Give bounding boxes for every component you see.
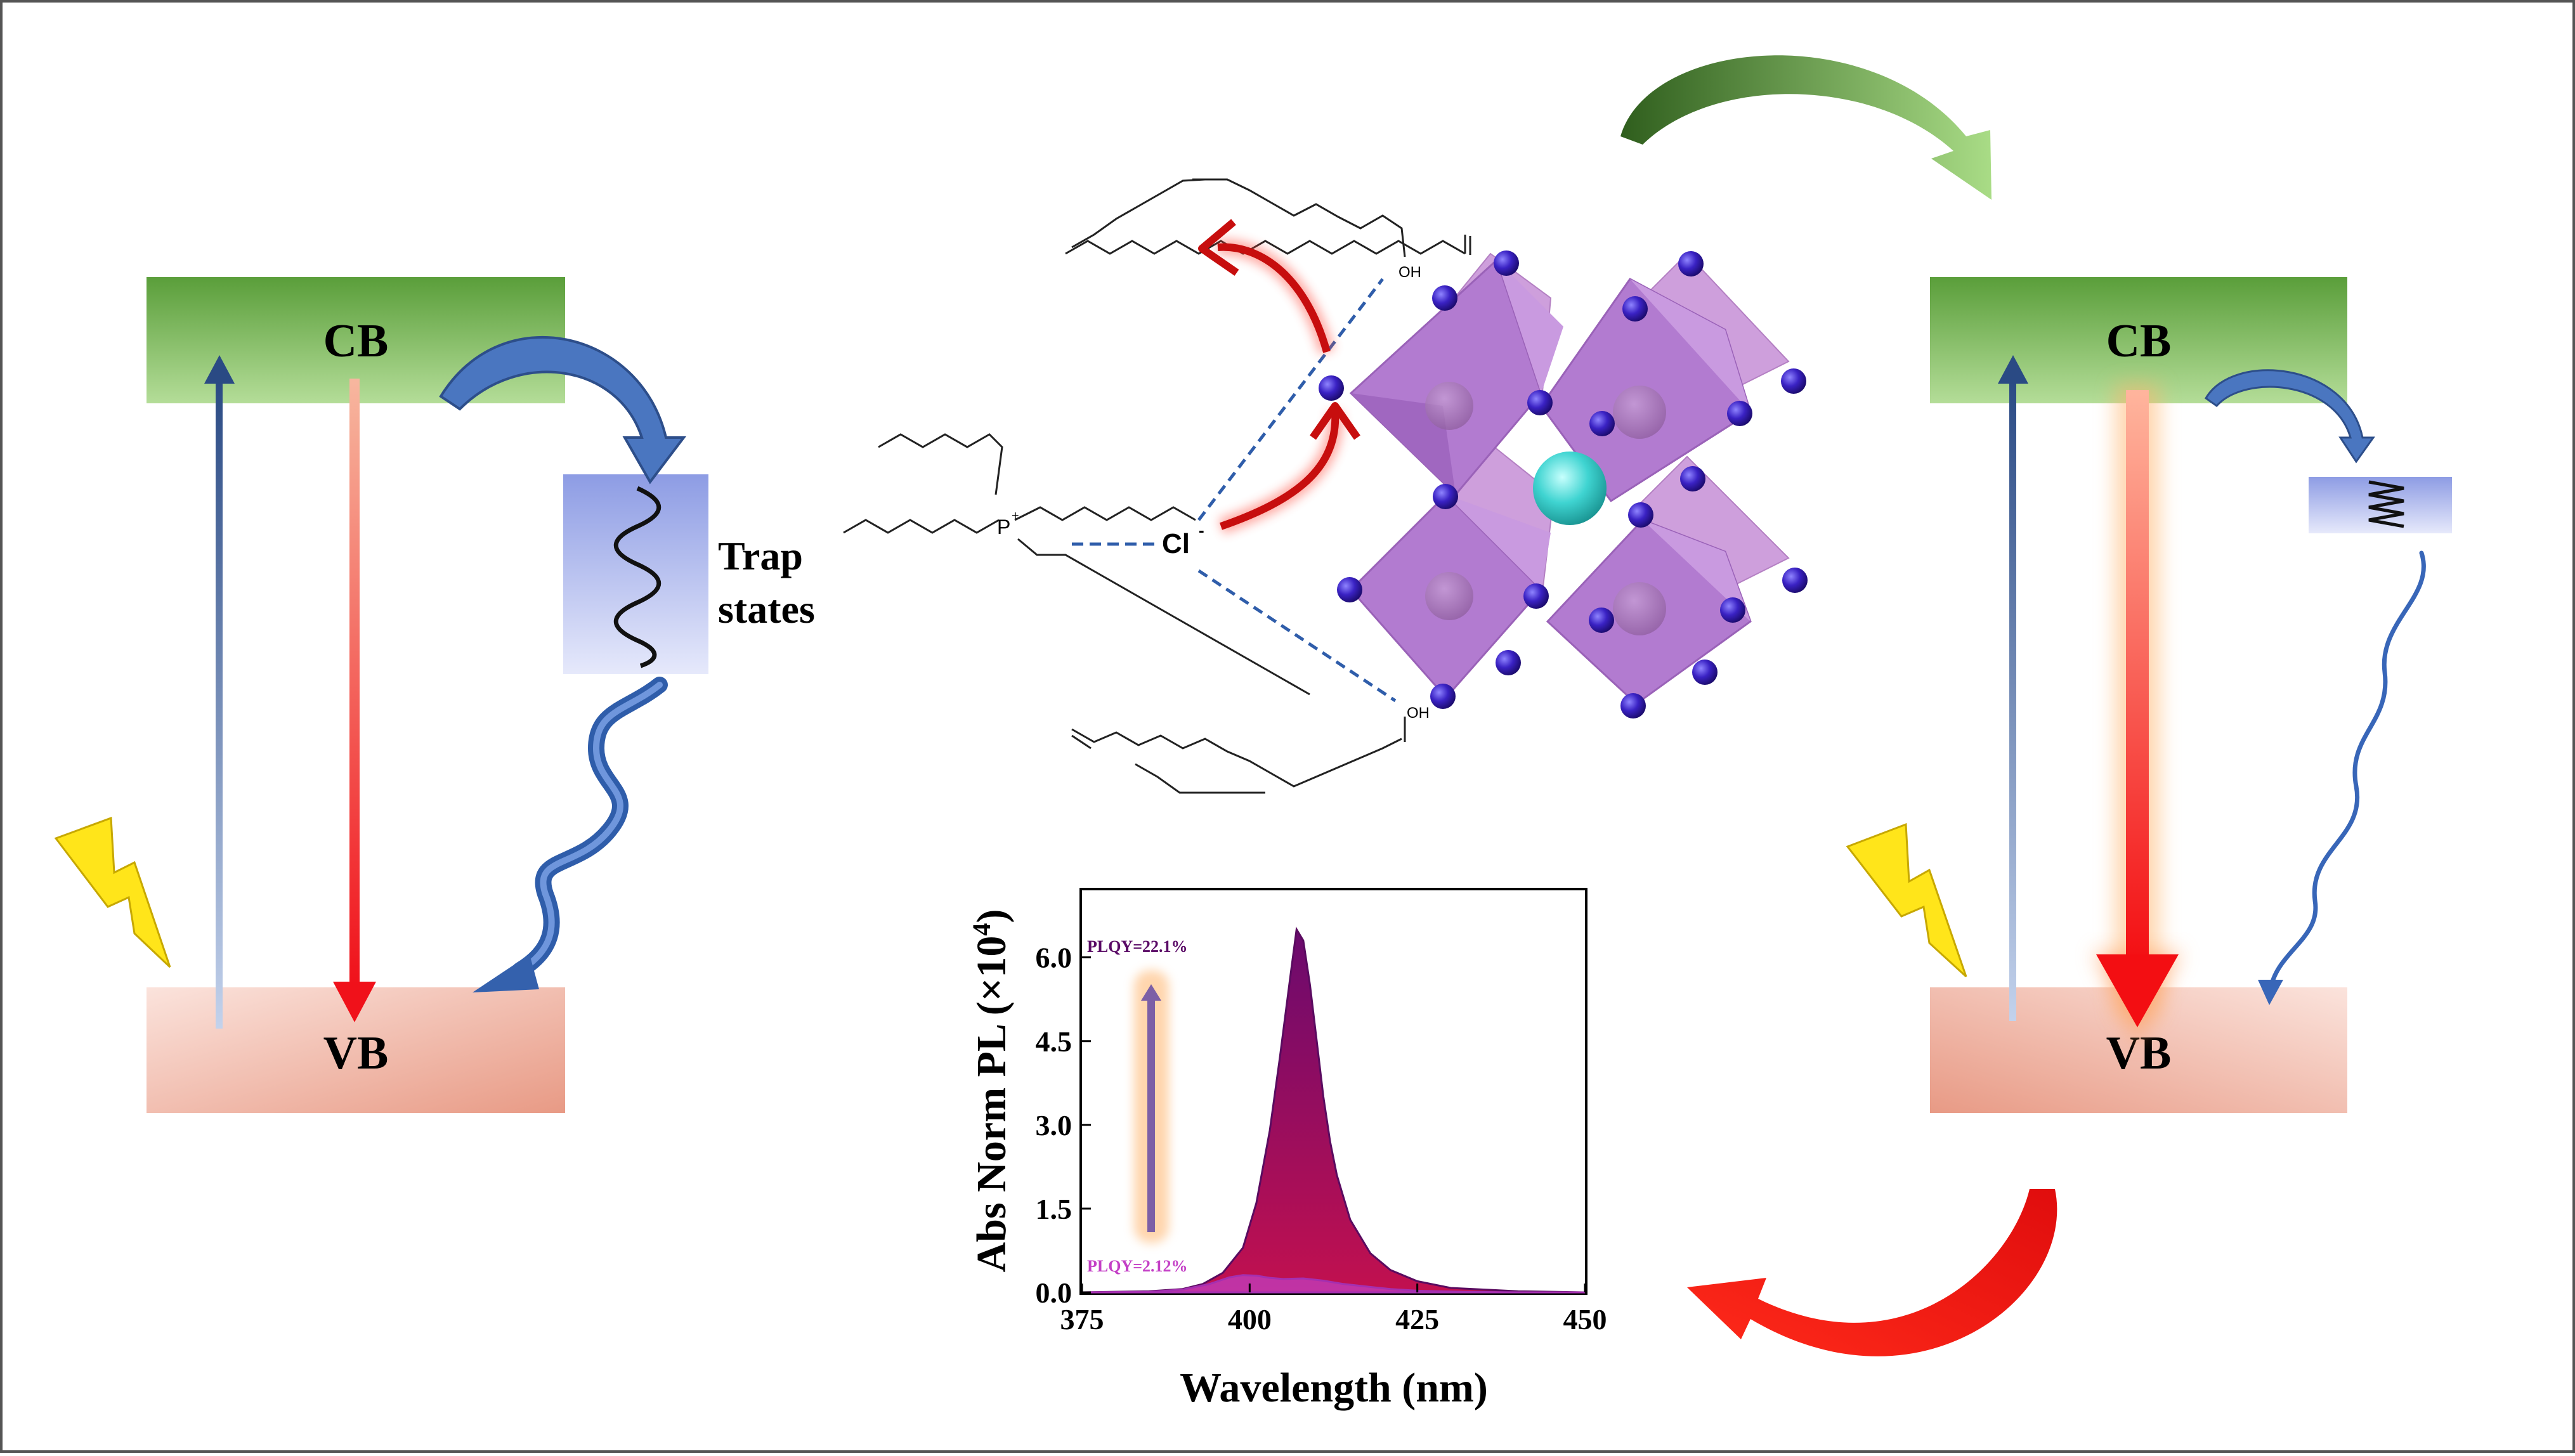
- chloride-passivation-arrow: [1218, 402, 1360, 535]
- phosphonium-charge: +: [1012, 509, 1019, 523]
- pl-chart: 375 400 425 450 0.0 1.5 3.0 4.5 6.0 PLQY=22.1% P…: [967, 888, 1607, 1411]
- trap-wave-icon: [614, 486, 661, 668]
- trap-label-line1: Trap: [718, 533, 803, 578]
- chloride-label: Cl: [1162, 528, 1190, 559]
- plqy-enhancement-arrow: [1134, 970, 1169, 1243]
- y-tick-label: 4.5: [1036, 1025, 1072, 1058]
- lightning-icon-right: [1846, 822, 1967, 978]
- cesium-cation: [1533, 452, 1607, 525]
- y-tick-label: 3.0: [1036, 1109, 1072, 1141]
- right-band-diagram: CB VB: [1846, 277, 2452, 1113]
- x-tick-label: 450: [1563, 1303, 1607, 1336]
- halide-atoms: [1319, 250, 1808, 718]
- trapping-arrow-right: [2205, 369, 2375, 464]
- cl-top-interaction-line: [1197, 278, 1384, 521]
- octahedron-top-left: [1349, 258, 1563, 497]
- oleic-acid-bottom: [1071, 717, 1406, 794]
- chloride-charge: -: [1199, 521, 1204, 540]
- ligand-release-arrow: [1198, 219, 1335, 354]
- cl-bottom-interaction-line: [1197, 569, 1397, 703]
- x-tick-label: 400: [1228, 1303, 1272, 1336]
- cb-label-left: CB: [323, 315, 389, 367]
- nonradiative-arrow-left: [473, 677, 668, 992]
- octahedron-bottom-right: [1546, 519, 1752, 705]
- chart-series-layer: [1081, 926, 1586, 1294]
- green-cycle-arrow: [1620, 55, 1992, 200]
- lightning-icon-left: [54, 816, 171, 968]
- perovskite-structure: [1319, 250, 1808, 718]
- nonradiative-arrow-right: [2258, 550, 2426, 1005]
- red-cycle-arrow: [1687, 1189, 2057, 1356]
- trapping-arrow-left: [439, 335, 687, 484]
- excitation-arrow-right: [1998, 355, 2028, 1021]
- x-tick-label: 425: [1395, 1303, 1439, 1336]
- phosphonium-p: P: [997, 516, 1010, 538]
- oleic-acid-bottom-oh: OH: [1407, 705, 1430, 722]
- excitation-arrow-left: [204, 355, 235, 1029]
- emission-arrow-left: [333, 379, 376, 1022]
- cb-label-right: CB: [2106, 315, 2172, 367]
- chart-xlabel: Wavelength (nm): [1180, 1365, 1488, 1411]
- svg-text:Abs Norm PL (×104): Abs Norm PL (×104): [967, 909, 1015, 1273]
- trap-label-line2: states: [718, 587, 815, 632]
- oleic-acid-top-oh: OH: [1398, 264, 1421, 281]
- plqy-annotation-low: PLQY=2.12%: [1087, 1257, 1188, 1275]
- y-tick-label: 1.5: [1036, 1193, 1072, 1225]
- chart-ylabel-group: Abs Norm PL (×104): [967, 909, 1015, 1273]
- chart-ylabel-sup: 4: [967, 923, 996, 936]
- y-tick-label: 0.0: [1036, 1277, 1072, 1309]
- y-tick-label: 6.0: [1036, 942, 1072, 974]
- phosphonium-ligand: [843, 433, 1310, 696]
- trap-states-box: [563, 474, 708, 674]
- x-tick-label: 375: [1060, 1303, 1104, 1336]
- octahedron-top-right: [1540, 278, 1752, 503]
- pl-series-weak: [1081, 1274, 1585, 1294]
- chart-ylabel: Abs Norm PL (×10: [968, 936, 1015, 1273]
- pl-series-strong: [1081, 926, 1586, 1294]
- emission-arrow-right: [2093, 384, 2182, 1046]
- chart-ticks-layer: 375 400 425 450 0.0 1.5 3.0 4.5 6.0: [1036, 942, 1607, 1336]
- octahedron-bottom-left: [1349, 493, 1551, 699]
- left-band-diagram: CB VB Trap states: [54, 277, 815, 1113]
- vb-label-left: VB: [323, 1027, 389, 1079]
- plqy-annotation-high: PLQY=22.1%: [1087, 937, 1188, 956]
- oleic-acid-top-chain2: [1071, 178, 1406, 257]
- chart-ylabel-close: ): [968, 909, 1015, 923]
- trap-wave-icon-small: [2368, 480, 2404, 528]
